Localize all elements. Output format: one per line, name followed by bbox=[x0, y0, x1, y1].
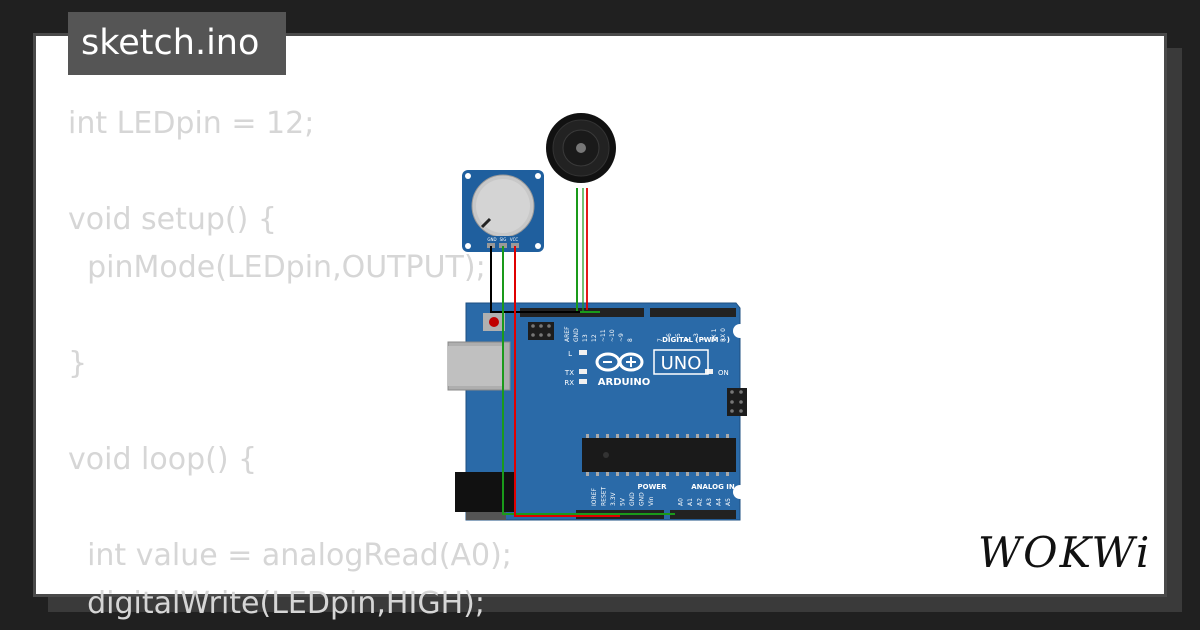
bottom-pin-label: GND bbox=[639, 492, 646, 506]
bottom-pin-label: IOREF bbox=[591, 488, 598, 506]
code-line: int LEDpin = 12; bbox=[68, 106, 315, 141]
top-pin-label: 2 bbox=[702, 338, 709, 342]
board-brand-label: ARDUINO bbox=[598, 377, 650, 388]
led-rx-label: RX bbox=[564, 379, 574, 387]
digital-header-label: DIGITAL (PWM ~) bbox=[662, 336, 730, 344]
potentiometer[interactable]: GND SIG VCC bbox=[462, 170, 544, 252]
bottom-pin-label: A1 bbox=[687, 498, 694, 506]
pot-pin-label: VCC bbox=[510, 237, 519, 242]
bottom-pin-label: A0 bbox=[678, 498, 685, 506]
wokwi-logo: WOKWi bbox=[978, 528, 1152, 577]
top-pin-label: TX 1 bbox=[711, 328, 718, 343]
top-pin-label: 4 bbox=[684, 338, 691, 342]
top-pin-label: ~3 bbox=[693, 333, 700, 342]
top-pin-label: 7 bbox=[657, 338, 664, 342]
top-pin-label: ~9 bbox=[618, 333, 625, 342]
arduino-infinity-logo bbox=[595, 352, 644, 372]
top-pin-label: 8 bbox=[627, 338, 634, 342]
bottom-pin-label: GND bbox=[629, 492, 636, 506]
bottom-pin-label: RESET bbox=[601, 486, 608, 506]
bottom-pin-label: 5V bbox=[620, 497, 627, 506]
code-line: int value = analogRead(A0); bbox=[68, 538, 512, 573]
top-pin-label: ~6 bbox=[666, 333, 673, 342]
code-line: digitalWrite(LEDpin,HIGH); bbox=[68, 586, 485, 621]
top-pin-label: 12 bbox=[591, 334, 598, 342]
bottom-pin-label: A3 bbox=[706, 498, 713, 506]
wire-pot-gnd bbox=[490, 246, 580, 313]
analog-header-label: ANALOG IN bbox=[691, 483, 735, 491]
code-line: } bbox=[68, 346, 88, 381]
top-pin-label: ~5 bbox=[675, 333, 682, 342]
led-on-label: ON bbox=[718, 369, 729, 377]
top-pin-label: ~11 bbox=[600, 329, 607, 342]
top-pin-label: GND bbox=[573, 328, 580, 342]
wires bbox=[490, 188, 675, 517]
arduino-uno-board[interactable]: UNO ARDUINO DIGITAL (PWM ~) POWER ANALOG… bbox=[447, 302, 747, 521]
buzzer[interactable] bbox=[546, 113, 616, 183]
pot-pin-label: GND bbox=[487, 237, 496, 242]
wire-pot-sig bbox=[502, 246, 675, 515]
wire-buzzer-green bbox=[576, 188, 600, 313]
top-pin-label: RX 0 bbox=[720, 328, 727, 342]
bottom-pin-label: A4 bbox=[716, 498, 723, 506]
top-pin-label: AREF bbox=[564, 326, 571, 342]
led-tx-label: TX bbox=[564, 369, 574, 377]
code-line: void setup() { bbox=[68, 202, 277, 237]
sketch-title: sketch.ino bbox=[68, 12, 286, 75]
top-pin-label: 13 bbox=[582, 334, 589, 342]
bottom-pin-label: A2 bbox=[697, 498, 704, 506]
code-line: void loop() { bbox=[68, 442, 258, 477]
bottom-pin-label: 3.3V bbox=[610, 491, 617, 506]
top-pin-label: ~10 bbox=[609, 329, 616, 342]
code-block: int LEDpin = 12; void setup() { pinMode(L… bbox=[68, 100, 512, 628]
code-line: pinMode(LEDpin,OUTPUT); bbox=[68, 250, 486, 285]
wire-pot-vcc bbox=[514, 246, 620, 517]
bottom-pin-label: A5 bbox=[725, 498, 732, 506]
led-l-label: L bbox=[568, 350, 572, 358]
board-model-label: UNO bbox=[661, 353, 702, 374]
pot-pin-label: SIG bbox=[500, 237, 507, 242]
power-header-label: POWER bbox=[638, 483, 668, 491]
bottom-pin-label: Vin bbox=[648, 496, 655, 506]
